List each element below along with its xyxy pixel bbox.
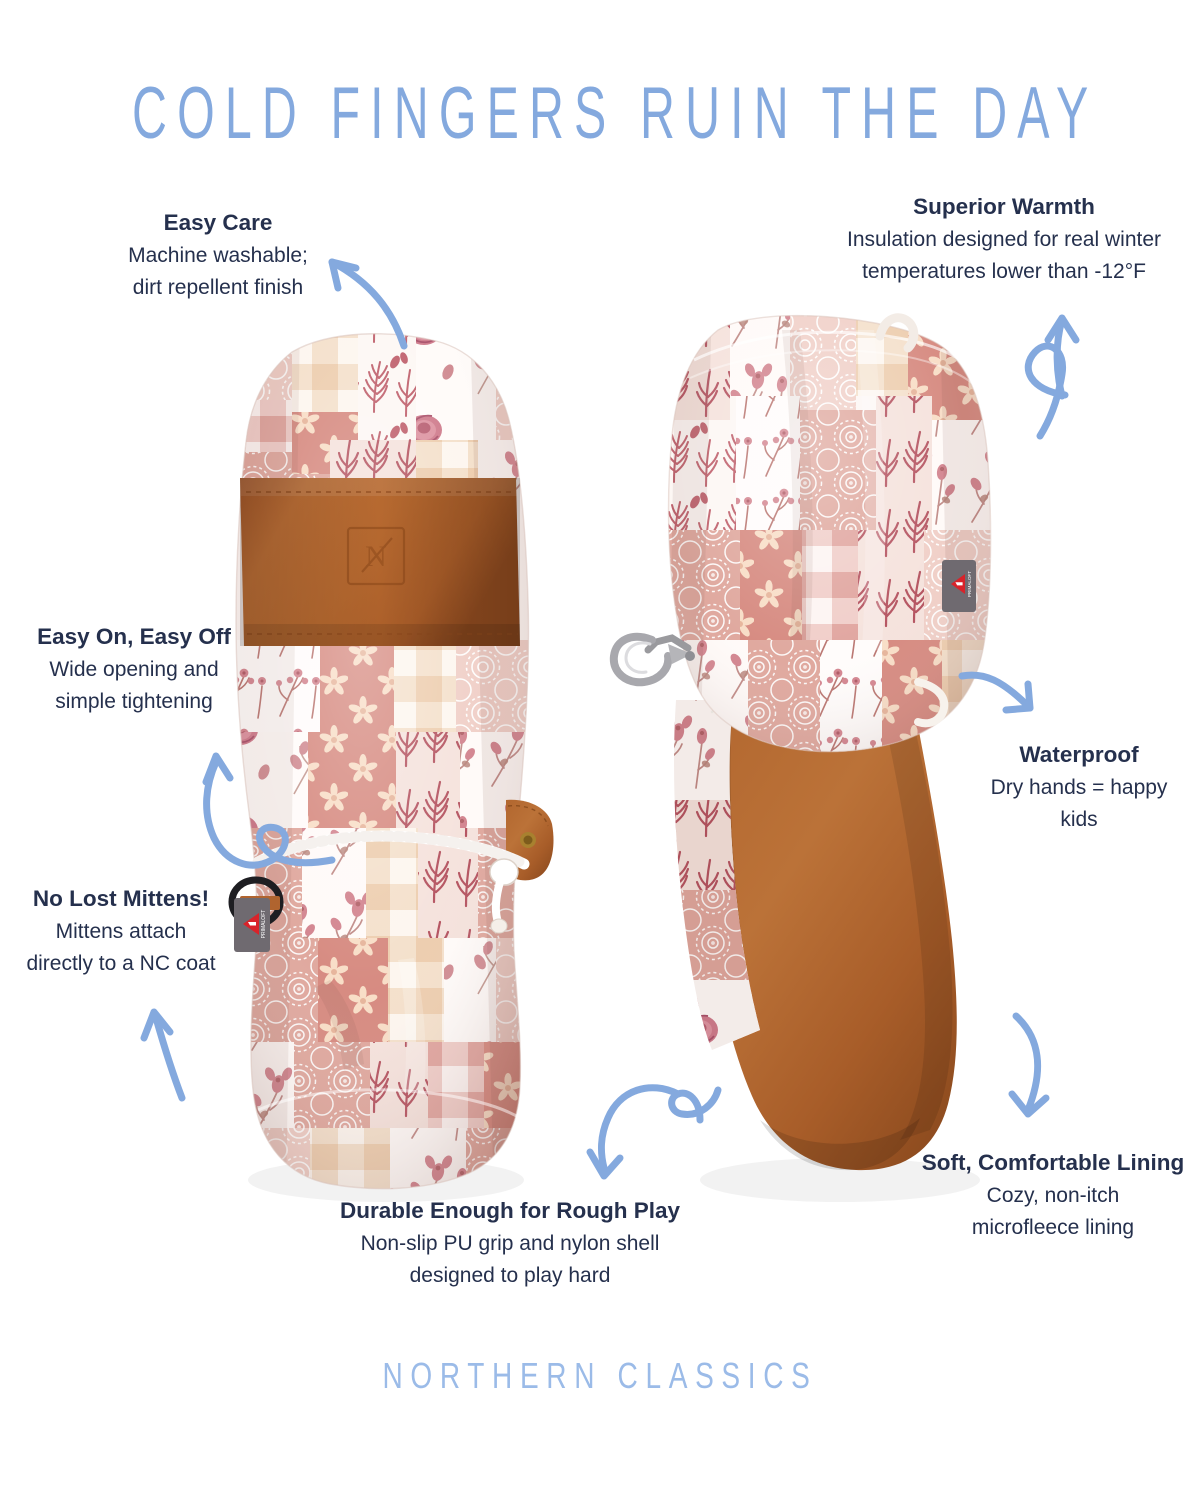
callout-easy-on-easy-off-line-2: simple tightening [55,690,213,714]
callout-waterproof-line-2: kids [1060,808,1098,832]
callout-no-lost-mittens-line-1: Mittens attach [55,920,187,944]
callout-superior-warmth-title: Superior Warmth [913,194,1095,219]
callout-soft-comfortable-lining-line-2: microfleece lining [971,1216,1135,1240]
callout-soft-comfortable-lining: Soft, Comfortable Lining Cozy, non-itch … [906,1148,1200,1244]
callout-no-lost-mittens-title: No Lost Mittens! [32,886,210,911]
callout-superior-warmth: Superior Warmth Insulation designed for … [808,192,1200,288]
right-mitten: PRIMALOFT [609,313,992,1202]
callout-easy-on-easy-off: Easy On, Easy Off Wide opening and simpl… [10,622,258,718]
callout-durable-rough-play: Durable Enough for Rough Play Non-slip P… [300,1196,720,1292]
callout-soft-comfortable-lining-line-1: Cozy, non-itch [986,1184,1120,1208]
primaloft-tag: PRIMALOFT [234,898,270,952]
left-mitten: N [228,333,554,1202]
callout-easy-care: Easy Care Machine washable; dirt repelle… [78,208,358,304]
page-title: COLD FINGERS RUIN THE DAY [132,73,1099,155]
callout-no-lost-mittens: No Lost Mittens! Mittens attach directly… [0,884,242,980]
callout-easy-care-line-1: Machine washable; [128,244,308,268]
metal-swivel-clip [609,632,695,687]
leather-palm-band: N [240,478,520,646]
callout-waterproof-line-1: Dry hands = happy [990,776,1168,800]
callout-waterproof-title: Waterproof [1019,742,1139,767]
callout-durable-rough-play-line-1: Non-slip PU grip and nylon shell [360,1232,660,1256]
callout-superior-warmth-line-1: Insulation designed for real winter [846,228,1161,252]
callout-waterproof: Waterproof Dry hands = happy kids [958,740,1200,836]
callout-easy-care-line-2: dirt repellent finish [132,276,304,300]
callout-easy-on-easy-off-line-1: Wide opening and [49,658,219,682]
callout-easy-care-title: Easy Care [163,210,273,235]
primaloft-tag-right: PRIMALOFT [942,560,976,612]
callout-superior-warmth-line-2: temperatures lower than -12°F [862,260,1146,284]
callout-durable-rough-play-line-2: designed to play hard [409,1264,611,1288]
callout-no-lost-mittens-line-2: directly to a NC coat [26,952,216,976]
brand-wordmark: NORTHERN CLASSICS [382,1355,818,1396]
callout-soft-comfortable-lining-title: Soft, Comfortable Lining [921,1150,1185,1175]
callout-easy-on-easy-off-title: Easy On, Easy Off [37,624,231,649]
svg-text:PRIMALOFT: PRIMALOFT [261,910,267,939]
callout-durable-rough-play-title: Durable Enough for Rough Play [339,1198,680,1223]
svg-text:PRIMALOFT: PRIMALOFT [967,571,972,597]
cord-toggle [489,858,519,934]
